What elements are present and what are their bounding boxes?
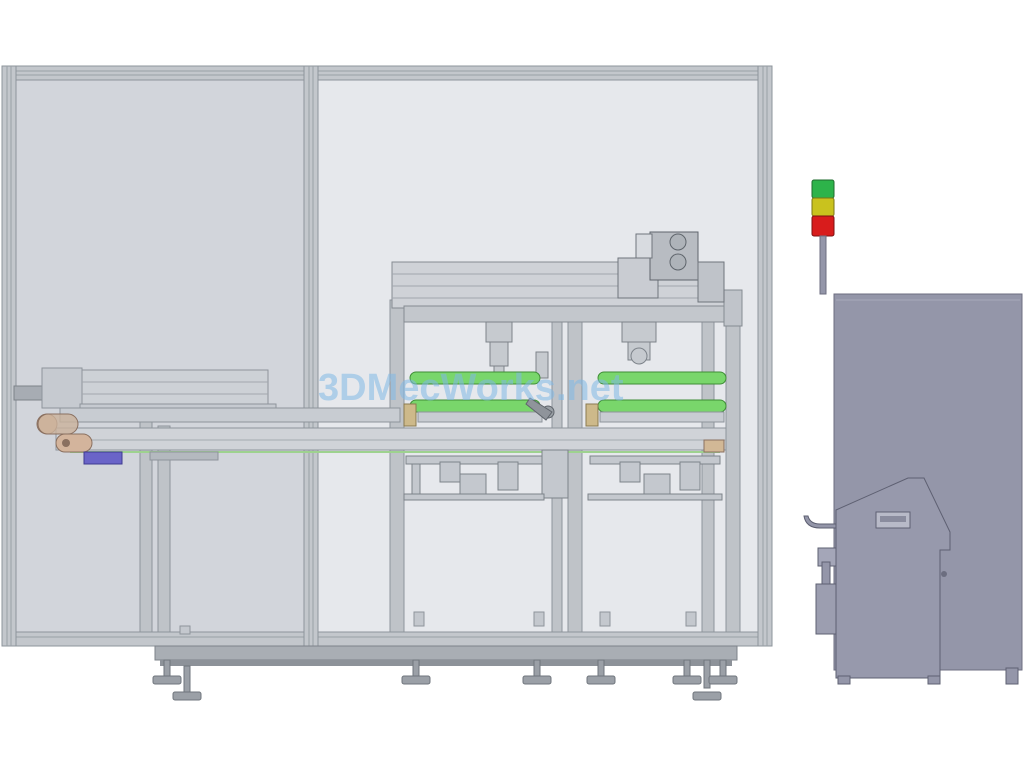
side-handle [803,515,837,529]
signal-light-green [811,179,835,199]
leveling-feet [152,659,738,701]
frame-post-right [757,65,773,647]
main-conveyor [36,407,727,465]
frame-post-middle [303,65,319,647]
frame-bottom-rail [1,631,773,647]
gantry-top [391,231,743,327]
signal-light-red [811,215,835,237]
cabinet-console [835,477,951,679]
base-frame [154,645,738,661]
lower-drives [403,449,723,501]
side-box [815,583,837,635]
control-cabinet [803,293,1023,685]
signal-tower-pole [819,235,827,295]
drive-motor-block [83,451,123,465]
signal-light-yellow [811,197,835,217]
internal-mechanism [13,231,743,635]
console-knob [941,571,947,577]
frame-post-left [1,65,17,647]
pick-heads [485,321,657,379]
green-rollers [403,371,727,427]
signal-tower [811,179,835,295]
watermark-text: 3DMecWorks.net [318,367,624,409]
frame-top-rail [1,65,773,81]
